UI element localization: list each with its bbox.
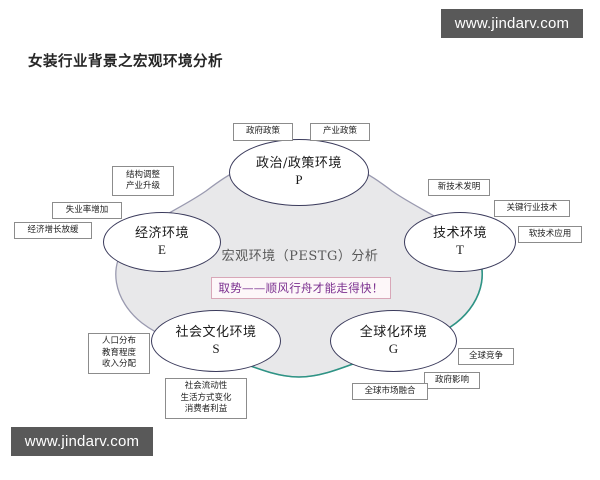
callout-society-line1: 社会流动性 — [184, 381, 228, 392]
callout-population-line3: 收入分配 — [101, 359, 136, 370]
node-social-label: 社会文化环境 — [175, 324, 257, 340]
node-social-letter: S — [212, 340, 220, 356]
callout-global-competition-text: 全球竞争 — [468, 350, 503, 361]
node-technology-label: 技术环境 — [432, 225, 487, 241]
callout-soft-technology-text: 软技术应用 — [528, 228, 572, 239]
node-technology-letter: T — [456, 241, 464, 257]
watermark-top: www.jindarv.com — [441, 9, 583, 38]
callout-industry-policy-text: 产业政策 — [322, 126, 357, 137]
callout-government-influence[interactable]: 政府影响 — [424, 372, 480, 389]
node-social[interactable]: 社会文化环境 S — [151, 310, 281, 372]
node-global-letter: G — [388, 340, 399, 356]
callout-global-market-integration-text: 全球市场融合 — [364, 385, 416, 396]
node-technology[interactable]: 技术环境 T — [404, 212, 516, 272]
node-economic-letter: E — [158, 241, 166, 257]
node-political-letter: P — [295, 172, 303, 188]
callout-growth-slowdown[interactable]: 经济增长放缓 — [14, 222, 92, 239]
center-highlight-text: 取势——顺风行舟才能走得快！ — [218, 281, 384, 295]
callout-government-influence-text: 政府影响 — [434, 374, 469, 385]
watermark-top-text: www.jindarv.com — [454, 15, 570, 32]
callout-structural-line1: 结构调整 — [125, 169, 160, 180]
node-global[interactable]: 全球化环境 G — [330, 310, 457, 372]
node-economic[interactable]: 经济环境 E — [103, 212, 221, 272]
callout-global-competition[interactable]: 全球竞争 — [458, 348, 514, 365]
node-political[interactable]: 政治/政策环境 P — [229, 139, 369, 206]
callout-government-policy[interactable]: 政府政策 — [233, 123, 293, 141]
callout-growth-slowdown-text: 经济增长放缓 — [27, 224, 79, 235]
callout-population-line2: 教育程度 — [101, 347, 136, 358]
callout-society[interactable]: 社会流动性 生活方式变化 消费者利益 — [165, 378, 247, 419]
callout-unemployment[interactable]: 失业率增加 — [52, 202, 122, 219]
callout-government-policy-text: 政府政策 — [245, 126, 280, 137]
callout-structural-line2: 产业升级 — [125, 181, 160, 191]
watermark-bottom-text: www.jindarv.com — [24, 433, 140, 450]
callout-industry-policy[interactable]: 产业政策 — [310, 123, 370, 141]
callout-key-industry-technology[interactable]: 关键行业技术 — [494, 200, 570, 217]
callout-soft-technology[interactable]: 软技术应用 — [518, 226, 582, 243]
callout-population-line1: 人口分布 — [101, 336, 136, 347]
callout-new-technology-text: 新技术发明 — [437, 181, 481, 192]
callout-new-technology[interactable]: 新技术发明 — [428, 179, 490, 196]
callout-society-line3: 消费者利益 — [184, 404, 228, 415]
callout-global-market-integration[interactable]: 全球市场融合 — [352, 383, 428, 400]
callout-population[interactable]: 人口分布 教育程度 收入分配 — [88, 333, 150, 374]
pestg-diagram: 政治/政策环境 P 经济环境 E 技术环境 T 社会文化环境 S 全球化环境 G… — [0, 95, 600, 419]
watermark-bottom: www.jindarv.com — [11, 427, 153, 456]
node-political-label: 政治/政策环境 — [256, 156, 342, 172]
callout-structural-adjustment[interactable]: 结构调整 产业升级 — [112, 166, 174, 196]
callout-society-line2: 生活方式变化 — [180, 392, 232, 403]
node-economic-label: 经济环境 — [134, 225, 189, 241]
callout-key-industry-technology-text: 关键行业技术 — [506, 202, 558, 213]
center-highlight-box: 取势——顺风行舟才能走得快！ — [211, 277, 391, 299]
page-title: 女装行业背景之宏观环境分析 — [28, 53, 223, 70]
center-caption: 宏观环境（PESTG）分析 — [221, 249, 379, 264]
node-global-label: 全球化环境 — [359, 324, 428, 340]
callout-unemployment-text: 失业率增加 — [65, 204, 109, 215]
